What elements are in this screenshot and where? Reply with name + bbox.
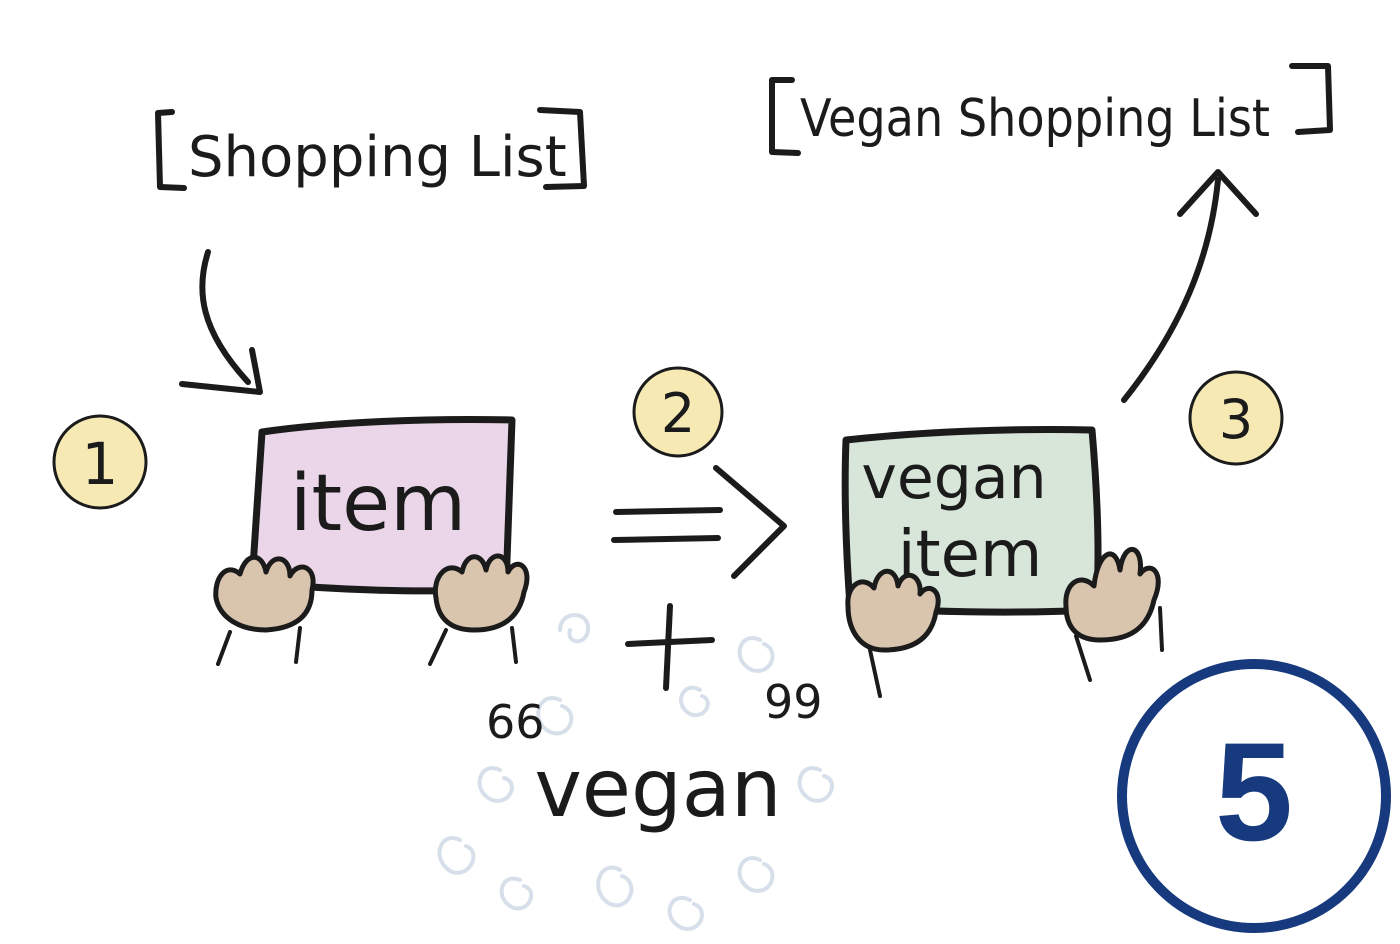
step-badge-1: 1 [52,414,148,510]
arrow-up-icon [1121,169,1259,403]
right-bracket [537,107,587,190]
open-quote: 66 [486,695,545,749]
hand-icon [845,568,941,698]
step-number: 3 [1219,388,1253,451]
step-number: 2 [661,382,695,445]
item-label: item [290,459,466,549]
arrow-down-icon [179,249,263,395]
left-bracket [155,109,187,191]
hand-icon [213,554,316,666]
shopping-list-label-group: Shopping List [155,107,587,191]
vegan-shopping-list-label-group: Vegan Shopping List [769,63,1333,156]
shopping-list-label: Shopping List [188,125,567,190]
transform-arrow-icon [611,465,787,579]
step-number: 1 [82,430,119,498]
plus-icon [625,603,715,691]
figure-number-badge: 5 [1117,659,1391,933]
swirl-cloud [437,613,834,931]
hand-icon [428,553,530,666]
step-badge-2: 2 [632,366,724,458]
vegan-item-line1: vegan [861,443,1046,513]
right-bracket [1289,63,1333,135]
vegan-item-line2: item [898,518,1043,592]
step-badge-3: 3 [1188,370,1284,466]
hand-icon [1063,546,1164,682]
vegan-word: vegan [534,742,781,835]
vegan-item-card-group: vegan item [841,425,1164,698]
figure-number: 5 [1215,713,1293,870]
vegan-shopping-list-label: Vegan Shopping List [800,89,1270,149]
left-bracket [769,77,801,156]
close-quote: 99 [764,675,823,729]
item-card-group: item [213,416,530,666]
